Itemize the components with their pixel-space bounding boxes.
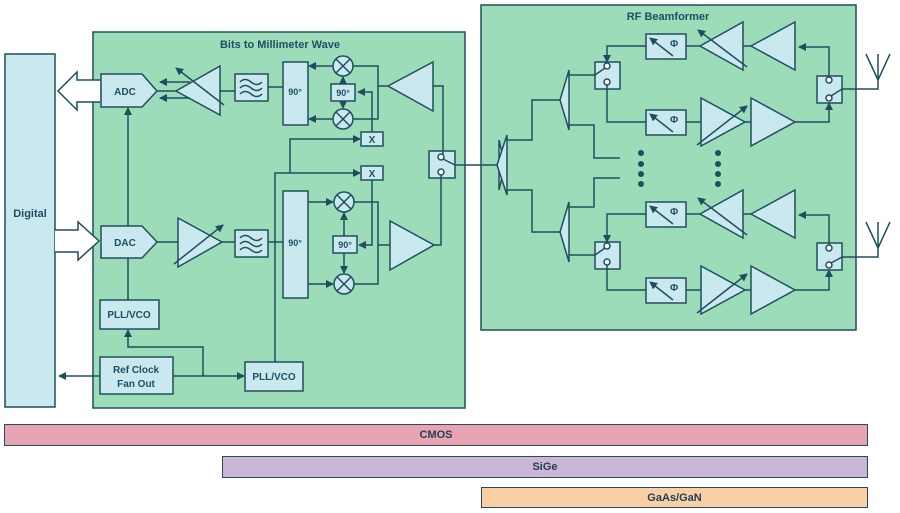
- pll-vco-top-label: PLL/VCO: [107, 310, 151, 321]
- process-bar-cmos-label: CMOS: [419, 429, 453, 441]
- ch2-tx-phase-shifter: [645, 277, 687, 304]
- pll-vco-bottom: [244, 361, 304, 392]
- bits-panel-title: Bits to Millimeter Wave: [220, 39, 340, 51]
- tx-multiplier: [360, 165, 384, 181]
- more-channels-dots: [638, 150, 721, 187]
- tx-multiplier-label: X: [369, 169, 376, 180]
- rx-90-hybrid: [282, 61, 309, 126]
- adc-data-arrow: [56, 70, 100, 112]
- ch1-tx-phi: Φ: [670, 115, 678, 126]
- ref-clock-label-2: Fan Out: [117, 379, 155, 390]
- digital-label: Digital: [13, 208, 47, 220]
- dac-data-arrow: [55, 220, 101, 262]
- rx-multiplier: [360, 131, 384, 147]
- dac-block: [100, 225, 159, 259]
- pll-vco-bottom-label: PLL/VCO: [252, 372, 296, 383]
- ch2-rx-lna: [749, 188, 796, 240]
- ch2-rx-phase-shifter: [645, 201, 687, 228]
- tx-lo-90-hybrid: [332, 235, 358, 254]
- ref-clock-label-1: Ref Clock: [113, 365, 160, 376]
- rf-panel-title: RF Beamformer: [627, 11, 710, 23]
- adc-block: [100, 73, 159, 108]
- dac-label: DAC: [114, 238, 136, 249]
- process-bar-gaas-gan: GaAs/GaN: [481, 487, 868, 508]
- tx-90-hybrid: [282, 190, 309, 299]
- rx-lo-hybrid-label: 90°: [336, 88, 350, 98]
- ch1-rx-phi: Φ: [670, 39, 678, 50]
- adc-label: ADC: [114, 87, 136, 98]
- process-bar-cmos: CMOS: [4, 424, 868, 446]
- tx-lo-hybrid-label: 90°: [338, 240, 352, 250]
- rx-multiplier-label: X: [369, 135, 376, 146]
- digital-block: [4, 53, 56, 408]
- process-bar-gaas-gan-label: GaAs/GaN: [647, 491, 702, 504]
- rx-hybrid-label: 90°: [288, 87, 302, 97]
- rf-splitter-main-shape: [496, 134, 508, 196]
- ch1-tx-phase-shifter: [645, 109, 687, 136]
- rf-splitter-top: [559, 69, 570, 131]
- tx-pa-triangle: [389, 219, 436, 272]
- tx-hybrid-label: 90°: [288, 238, 302, 248]
- process-bar-sige-label: SiGe: [532, 461, 558, 473]
- rf-splitter-bottom: [559, 201, 570, 263]
- ch1-rx-lna: [749, 20, 796, 72]
- ch2-tx-phi: Φ: [670, 283, 678, 294]
- ch1-rx-phase-shifter: [645, 33, 687, 60]
- process-bar-sige: SiGe: [222, 456, 868, 478]
- ch2-rx-phi: Φ: [670, 207, 678, 218]
